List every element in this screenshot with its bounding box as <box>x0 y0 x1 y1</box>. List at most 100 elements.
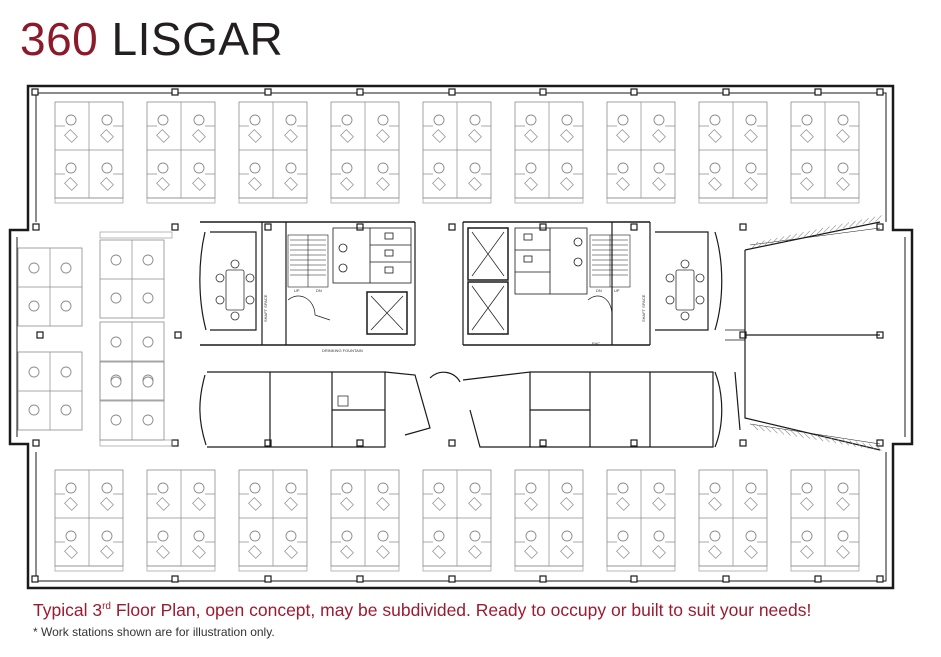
workstation-cluster <box>330 469 400 572</box>
chair <box>377 162 389 174</box>
hatch-line <box>836 438 843 445</box>
shaft-label-right: SHAFT SPACE <box>641 294 646 322</box>
chair <box>101 530 113 542</box>
floor-plan-caption: Typical 3rd Floor Plan, open concept, ma… <box>33 600 812 620</box>
chair <box>617 530 629 542</box>
workstation-cluster <box>698 469 768 572</box>
chair <box>376 545 390 559</box>
column <box>876 575 884 583</box>
hatch-line <box>849 440 856 447</box>
chair <box>377 114 389 126</box>
chair <box>100 129 114 143</box>
column <box>814 575 822 583</box>
chair <box>432 177 446 191</box>
hatch-line <box>849 220 856 228</box>
title-name: LISGAR <box>111 13 284 65</box>
chair <box>524 497 538 511</box>
chair <box>524 545 538 559</box>
hatch-line <box>823 226 830 233</box>
chair <box>340 129 354 143</box>
chair <box>652 497 666 511</box>
hatch-line <box>758 240 765 247</box>
chair <box>836 177 850 191</box>
hatch-line <box>829 436 837 444</box>
chair <box>142 414 154 426</box>
building-core <box>199 221 723 346</box>
column <box>36 331 44 339</box>
cluster-screen <box>238 565 308 572</box>
chair <box>64 129 78 143</box>
chair <box>285 482 297 494</box>
chair <box>800 177 814 191</box>
chair <box>744 545 758 559</box>
workstation-cluster <box>54 469 124 572</box>
chair <box>65 530 77 542</box>
chair <box>708 545 722 559</box>
cluster-partitions <box>699 470 767 566</box>
chair <box>800 545 814 559</box>
column <box>876 439 884 447</box>
chair <box>653 162 665 174</box>
chair <box>525 162 537 174</box>
cluster-screen <box>330 197 400 204</box>
chair <box>60 404 72 416</box>
chair <box>249 114 261 126</box>
chair <box>709 162 721 174</box>
cluster-partitions <box>607 470 675 566</box>
chair <box>156 545 170 559</box>
column <box>722 88 730 96</box>
chair <box>142 336 154 348</box>
chair <box>249 162 261 174</box>
column <box>31 88 39 96</box>
chair <box>432 129 446 143</box>
hatch-line <box>771 237 778 245</box>
chair <box>157 530 169 542</box>
hatch-line <box>836 223 843 231</box>
structural-columns <box>31 88 884 583</box>
chair <box>525 530 537 542</box>
column <box>264 88 272 96</box>
cluster-screen <box>330 565 400 572</box>
chair <box>340 177 354 191</box>
cluster-partitions <box>147 470 215 566</box>
chair <box>561 162 573 174</box>
hatch-line <box>777 428 785 435</box>
chair <box>248 129 262 143</box>
chair <box>60 300 72 312</box>
chair <box>248 497 262 511</box>
cluster-partitions <box>239 470 307 566</box>
side-partitions <box>18 352 82 430</box>
chair <box>525 482 537 494</box>
chair <box>709 482 721 494</box>
chair <box>560 177 574 191</box>
side-workstations <box>17 231 173 447</box>
elevator-right <box>467 227 509 335</box>
chair <box>709 114 721 126</box>
chair <box>341 114 353 126</box>
workstation-cluster <box>790 469 860 572</box>
hatch-line <box>797 231 804 239</box>
chair <box>193 162 205 174</box>
chair <box>432 545 446 559</box>
chair <box>341 162 353 174</box>
chair <box>101 162 113 174</box>
chair <box>284 129 298 143</box>
cluster-partitions <box>423 102 491 198</box>
cluster-screen <box>54 197 124 204</box>
chair <box>801 482 813 494</box>
cluster-partitions <box>699 102 767 198</box>
hatch-line <box>764 238 772 246</box>
chair <box>65 114 77 126</box>
chair <box>468 545 482 559</box>
chair <box>745 114 757 126</box>
chair <box>64 545 78 559</box>
column <box>876 88 884 96</box>
workstation-cluster <box>422 469 492 572</box>
chair <box>248 177 262 191</box>
cluster-partitions <box>515 470 583 566</box>
chair <box>745 162 757 174</box>
chair <box>652 129 666 143</box>
chair <box>341 482 353 494</box>
east-wing <box>725 221 881 451</box>
chair <box>744 497 758 511</box>
